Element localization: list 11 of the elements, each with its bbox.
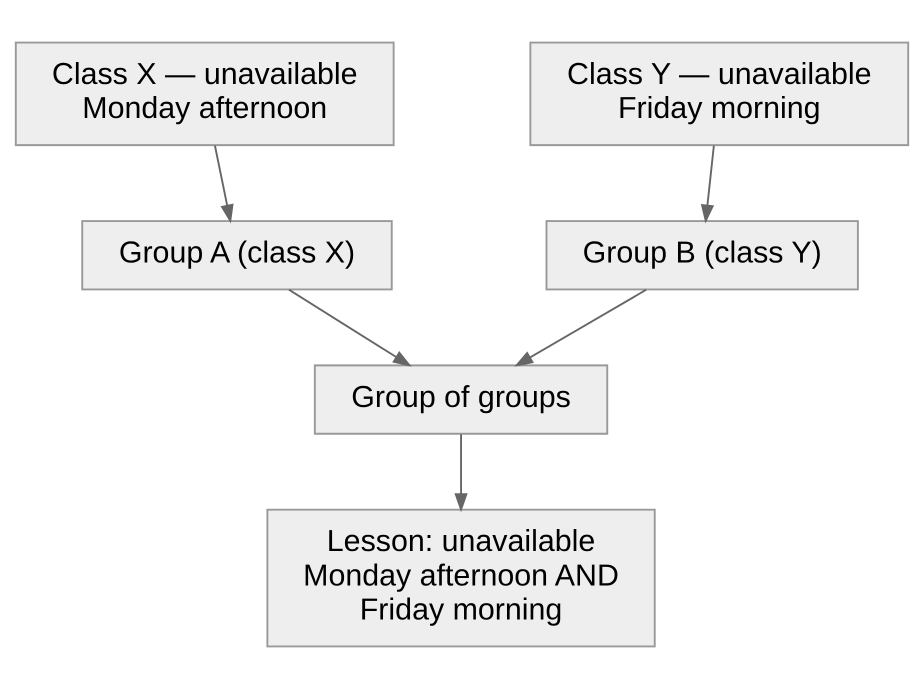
- node-box: Group A (class X): [81, 220, 393, 290]
- node-box: Group B (class Y): [546, 220, 859, 290]
- arrow: [214, 145, 234, 224]
- arrow: [514, 288, 647, 367]
- node-box: Class X — unavailable Monday afternoon: [14, 42, 395, 146]
- arrow: [288, 288, 412, 367]
- node-box: Class Y — unavailable Friday morning: [529, 42, 910, 146]
- node-box: Lesson: unavailable Monday afternoon AND Friday morning: [266, 508, 656, 648]
- node-box: Group of groups: [314, 364, 608, 435]
- arrow: [700, 146, 715, 224]
- arrow: [454, 434, 468, 512]
